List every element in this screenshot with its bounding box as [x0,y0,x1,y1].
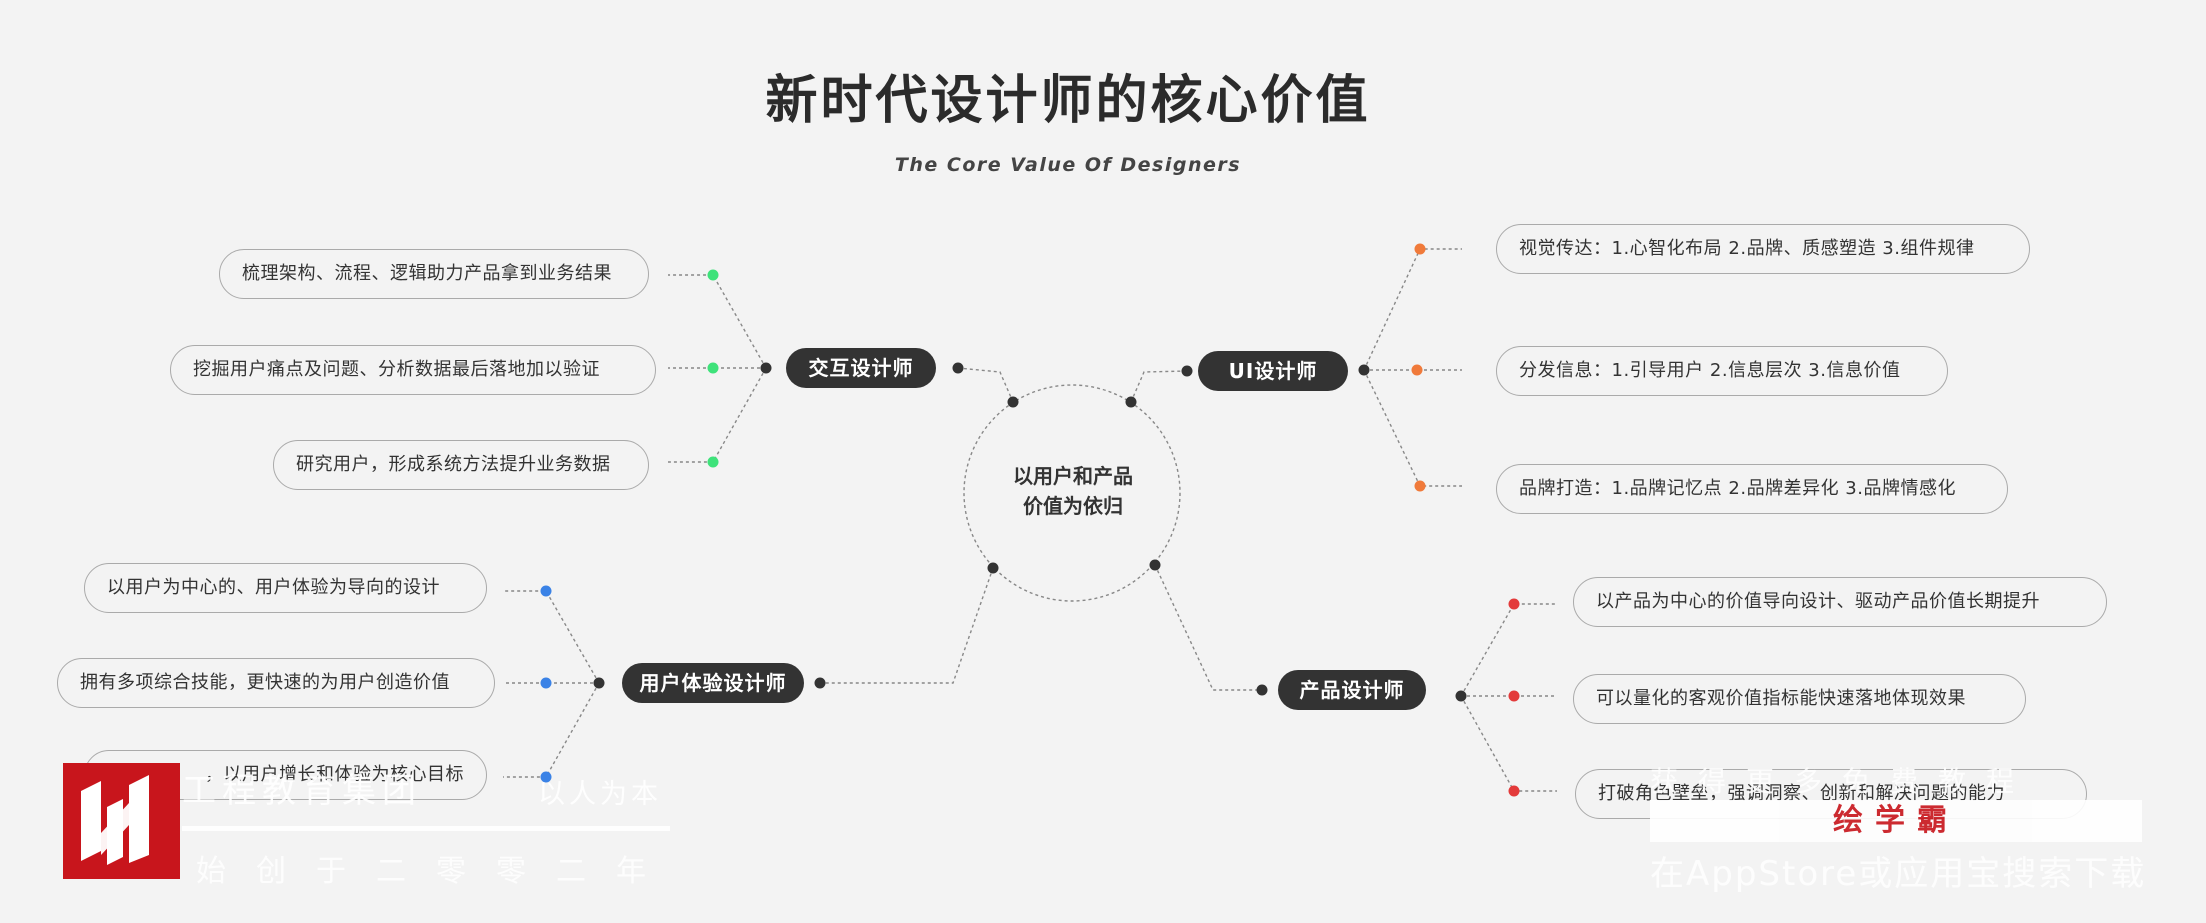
watermark-since: 始创于二零零二年 [196,854,676,889]
role-ui-designer: UI设计师 [1198,351,1348,391]
dot-interaction-3 [707,456,719,468]
watermark-right-line1: 获得更多免费教程 [1650,765,2035,798]
center-circle [963,384,1181,602]
ux-item-1: 以用户为中心的、用户体验为导向的设计 [84,563,487,613]
connector-ui-1 [1363,248,1462,371]
role-product-designer: 产品设计师 [1278,670,1426,710]
ui-item-1: 视觉传达：1.心智化布局 2.品牌、质感塑造 3.组件规律 [1496,224,2030,274]
dot-ux-right [814,677,826,689]
center-label-line2: 价值为依归 [1023,494,1123,518]
connector-ui-3 [1363,369,1462,487]
role-ux-designer: 用户体验设计师 [622,663,804,703]
center-label-line1: 以用户和产品 [1013,464,1133,488]
connector-interaction-1 [668,274,767,369]
connector-product-3 [1460,695,1557,792]
ui-item-3: 品牌打造：1.品牌记忆点 2.品牌差异化 3.品牌情感化 [1496,464,2008,514]
dot-interaction-1 [707,269,719,281]
dot-ui-2 [1411,364,1423,376]
dot-center-ne [1125,396,1137,408]
dot-product-3 [1508,785,1520,797]
watermark-right-line2: 绘学霸 [1650,800,2142,842]
center-label: 以用户和产品 价值为依归 [965,461,1181,521]
connector-interaction-3 [668,367,767,463]
dot-center-se [1149,559,1161,571]
watermark-logo [63,763,180,879]
connector-center-interaction [957,367,1014,403]
connector-center-product [1154,564,1262,691]
watermark-slogan: 以人为本 [538,779,662,810]
dot-ui-3 [1414,480,1426,492]
dot-center-sw [987,562,999,574]
dot-ui-1 [1414,243,1426,255]
dot-product-2 [1508,690,1520,702]
connector-ux-3 [503,682,600,778]
watermark-divider [182,826,670,831]
dot-product-right [1455,690,1467,702]
dot-interaction-left [760,362,772,374]
ui-item-2: 分发信息：1.引导用户 2.信息层次 3.信息价值 [1496,346,1948,396]
interaction-item-2: 挖掘用户痛点及问题、分析数据最后落地加以验证 [170,345,656,395]
dot-ui-left [1181,365,1193,377]
watermark-right-line3: 在AppStore或应用宝搜索下载 [1650,854,2147,894]
product-item-1: 以产品为中心的价值导向设计、驱动产品价值长期提升 [1573,577,2107,627]
interaction-item-1: 梳理架构、流程、逻辑助力产品拿到业务结果 [219,249,649,299]
ux-item-2: 拥有多项综合技能，更快速的为用户创造价值 [57,658,495,708]
connector-product-1 [1460,603,1557,697]
product-item-2: 可以量化的客观价值指标能快速落地体现效果 [1573,674,2026,724]
dot-center-nw [1007,396,1019,408]
dot-ux-2 [540,677,552,689]
page-title: 新时代设计师的核心价值 [765,71,1371,131]
page-subtitle: The Core Value Of Designers [894,154,1242,176]
dot-product-left [1256,684,1268,696]
connector-center-ui [1130,370,1188,403]
logo-mark-icon [81,775,149,865]
dot-ux-left [593,677,605,689]
dot-interaction-2 [707,362,719,374]
connector-center-ux [820,567,994,684]
interaction-item-3: 研究用户，形成系统方法提升业务数据 [273,440,649,490]
connector-ux-1 [503,590,600,684]
dot-ux-3 [540,771,552,783]
dot-ux-1 [540,585,552,597]
watermark-brand: 工程教育集团 [182,771,422,811]
dot-interaction-right [952,362,964,374]
dot-ui-right [1358,364,1370,376]
role-interaction-designer: 交互设计师 [786,348,936,388]
dot-product-1 [1508,598,1520,610]
